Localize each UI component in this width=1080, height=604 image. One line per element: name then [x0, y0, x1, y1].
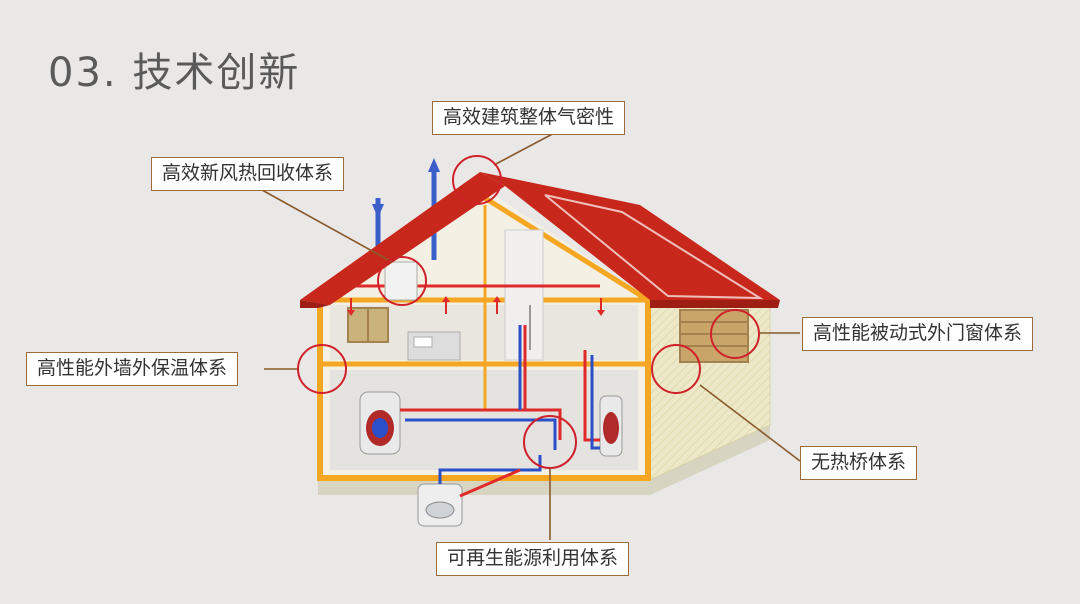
callout-circle-renewable: [523, 415, 577, 469]
page-title: 03. 技术创新: [48, 50, 301, 96]
storage-tank-left: [359, 391, 401, 455]
callout-circle-airtight: [452, 155, 502, 205]
label-renewable: 可再生能源利用体系: [436, 542, 630, 576]
callout-circle-windows: [710, 309, 760, 359]
side-window: [679, 309, 749, 363]
roof: [300, 172, 780, 308]
label-heat-recovery: 高效新风热回收体系: [151, 157, 345, 191]
callout-circles: [297, 155, 760, 469]
ventilation-unit: [384, 261, 418, 301]
heat-pump-unit: [417, 483, 463, 527]
callout-circle-heat-recovery: [377, 256, 427, 306]
callout-circle-wall: [297, 344, 347, 394]
label-airtight: 高效建筑整体气密性: [432, 101, 626, 135]
leader-lines: [261, 129, 801, 540]
label-wall-insulation: 高性能外墙外保温体系: [26, 352, 239, 386]
storage-tank-right: [599, 395, 623, 457]
label-thermal-bridge: 无热桥体系: [800, 446, 918, 480]
callout-circle-thermal-bridge: [651, 344, 701, 394]
label-windows: 高性能被动式外门窗体系: [802, 317, 1034, 351]
